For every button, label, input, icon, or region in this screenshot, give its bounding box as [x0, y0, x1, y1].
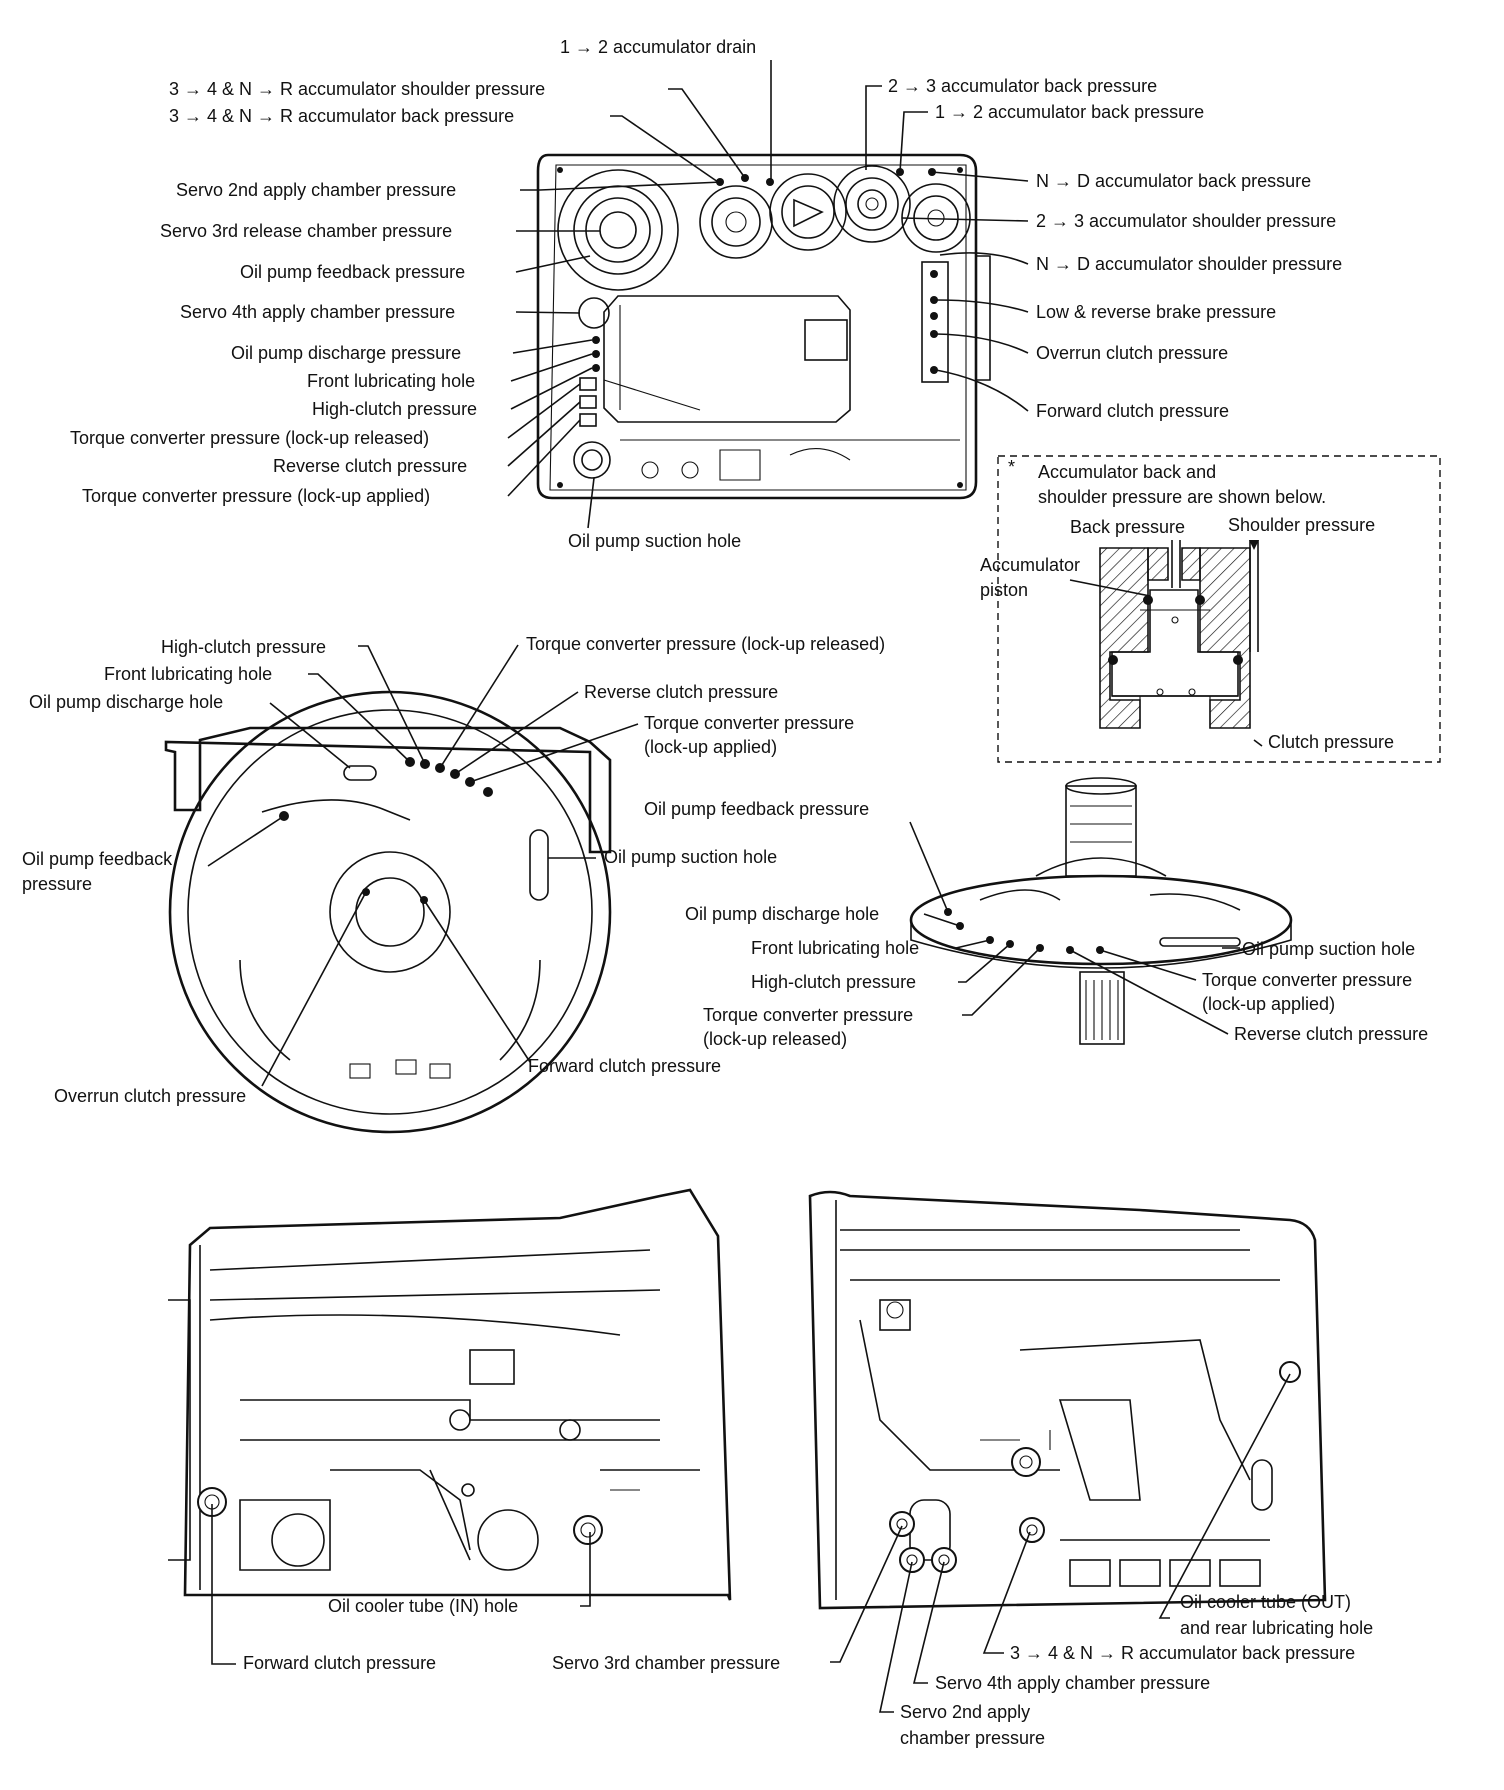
label-2-3-shoulder: 2 → 3 accumulator shoulder pressure: [1036, 211, 1336, 231]
cl-label-forward: Forward clutch pressure: [243, 1653, 436, 1673]
label-servo-4th-apply: Servo 4th apply chamber pressure: [180, 302, 455, 322]
label-2-3-back: 2 → 3 accumulator back pressure: [888, 76, 1157, 96]
case-front-view: [164, 690, 612, 1134]
op-label-high-clutch: High-clutch pressure: [751, 972, 916, 992]
case-right-labels: Servo 3rd chamber pressure Oil cooler tu…: [552, 1373, 1373, 1748]
cr-label-accum-back: 3 → 4 & N → R accumulator back pressure: [1010, 1643, 1355, 1663]
label-nd-shoulder: N → D accumulator shoulder pressure: [1036, 254, 1342, 274]
cf-label-front-lube: Front lubricating hole: [104, 664, 272, 684]
cf-label-forward: Forward clutch pressure: [528, 1056, 721, 1076]
cr-label-servo-3rd: Servo 3rd chamber pressure: [552, 1653, 780, 1673]
op-label-reverse: Reverse clutch pressure: [1234, 1024, 1428, 1044]
case-left-view: [168, 1188, 732, 1601]
cf-label-feedback-line1: Oil pump feedback: [22, 849, 173, 869]
label-nd-back: N → D accumulator back pressure: [1036, 171, 1311, 191]
inset-note-mark: *: [1008, 457, 1015, 477]
inset-note-line2: shoulder pressure are shown below.: [1038, 487, 1326, 507]
cf-label-tc-released: Torque converter pressure (lock-up relea…: [526, 634, 885, 654]
oil-pump-labels: Oil pump feedback pressure Oil pump disc…: [644, 799, 1428, 1049]
op-label-discharge: Oil pump discharge hole: [685, 904, 879, 924]
label-servo-3rd-release: Servo 3rd release chamber pressure: [160, 221, 452, 241]
label-oil-pump-suction: Oil pump suction hole: [568, 531, 741, 551]
cr-label-servo-2nd-line2: chamber pressure: [900, 1728, 1045, 1748]
inset-back-pressure: Back pressure: [1070, 517, 1185, 537]
label-front-lube: Front lubricating hole: [307, 371, 475, 391]
cf-label-feedback-line2: pressure: [22, 874, 92, 894]
label-overrun: Overrun clutch pressure: [1036, 343, 1228, 363]
label-reverse-clutch: Reverse clutch pressure: [273, 456, 467, 476]
inset-clutch-pressure: Clutch pressure: [1268, 732, 1394, 752]
label-1-2-back: 1 → 2 accumulator back pressure: [935, 102, 1204, 122]
cr-label-cooler-out-line1: Oil cooler tube (OUT): [1180, 1592, 1351, 1612]
label-forward: Forward clutch pressure: [1036, 401, 1229, 421]
op-label-tc-released-line2: (lock-up released): [703, 1029, 847, 1049]
op-label-tc-released-line1: Torque converter pressure: [703, 1005, 913, 1025]
op-label-tc-applied-line1: Torque converter pressure: [1202, 970, 1412, 990]
valve-body-view: [536, 153, 991, 500]
label-3-4-shoulder: 3 → 4 & N → R accumulator shoulder press…: [169, 79, 545, 99]
label-low-reverse: Low & reverse brake pressure: [1036, 302, 1276, 322]
op-label-tc-applied-line2: (lock-up applied): [1202, 994, 1335, 1014]
cf-label-discharge: Oil pump discharge hole: [29, 692, 223, 712]
label-tc-released: Torque converter pressure (lock-up relea…: [70, 428, 429, 448]
case-left-labels: Oil cooler tube (IN) hole Forward clutch…: [211, 1504, 591, 1673]
label-3-4-back: 3 → 4 & N → R accumulator back pressure: [169, 106, 514, 126]
cr-label-servo-2nd-line1: Servo 2nd apply: [900, 1702, 1030, 1722]
op-label-front-lube: Front lubricating hole: [751, 938, 919, 958]
cl-label-cooler-in: Oil cooler tube (IN) hole: [328, 1596, 518, 1616]
label-oil-pump-feedback: Oil pump feedback pressure: [240, 262, 465, 282]
inset-shoulder-pressure: Shoulder pressure: [1228, 515, 1375, 535]
label-high-clutch: High-clutch pressure: [312, 399, 477, 419]
op-label-feedback: Oil pump feedback pressure: [644, 799, 869, 819]
inset-piston-line2: piston: [980, 580, 1028, 600]
accumulator-inset: * Accumulator back and shoulder pressure…: [980, 455, 1441, 763]
cf-label-reverse: Reverse clutch pressure: [584, 682, 778, 702]
label-oil-pump-discharge: Oil pump discharge pressure: [231, 343, 461, 363]
cr-label-cooler-out-line2: and rear lubricating hole: [1180, 1618, 1373, 1638]
label-servo-2nd-apply: Servo 2nd apply chamber pressure: [176, 180, 456, 200]
cf-label-overrun: Overrun clutch pressure: [54, 1086, 246, 1106]
cf-label-suction: Oil pump suction hole: [604, 847, 777, 867]
cf-label-tc-applied-line1: Torque converter pressure: [644, 713, 854, 733]
inset-note-line1: Accumulator back and: [1038, 462, 1216, 482]
cf-label-high-clutch: High-clutch pressure: [161, 637, 326, 657]
case-right-view: [808, 1190, 1327, 1610]
cf-label-tc-applied-line2: (lock-up applied): [644, 737, 777, 757]
inset-piston-line1: Accumulator: [980, 555, 1080, 575]
label-tc-applied: Torque converter pressure (lock-up appli…: [82, 486, 430, 506]
label-1-2-accumulator-drain: 1 → 2 accumulator drain: [560, 37, 756, 57]
oil-pump-view: [909, 777, 1293, 1045]
op-label-suction: Oil pump suction hole: [1242, 939, 1415, 959]
case-front-labels: High-clutch pressure Front lubricating h…: [22, 634, 885, 1106]
cr-label-servo-4th: Servo 4th apply chamber pressure: [935, 1673, 1210, 1693]
valve-body-labels: 1 → 2 accumulator drain 3 → 4 & N → R ac…: [70, 37, 1342, 551]
